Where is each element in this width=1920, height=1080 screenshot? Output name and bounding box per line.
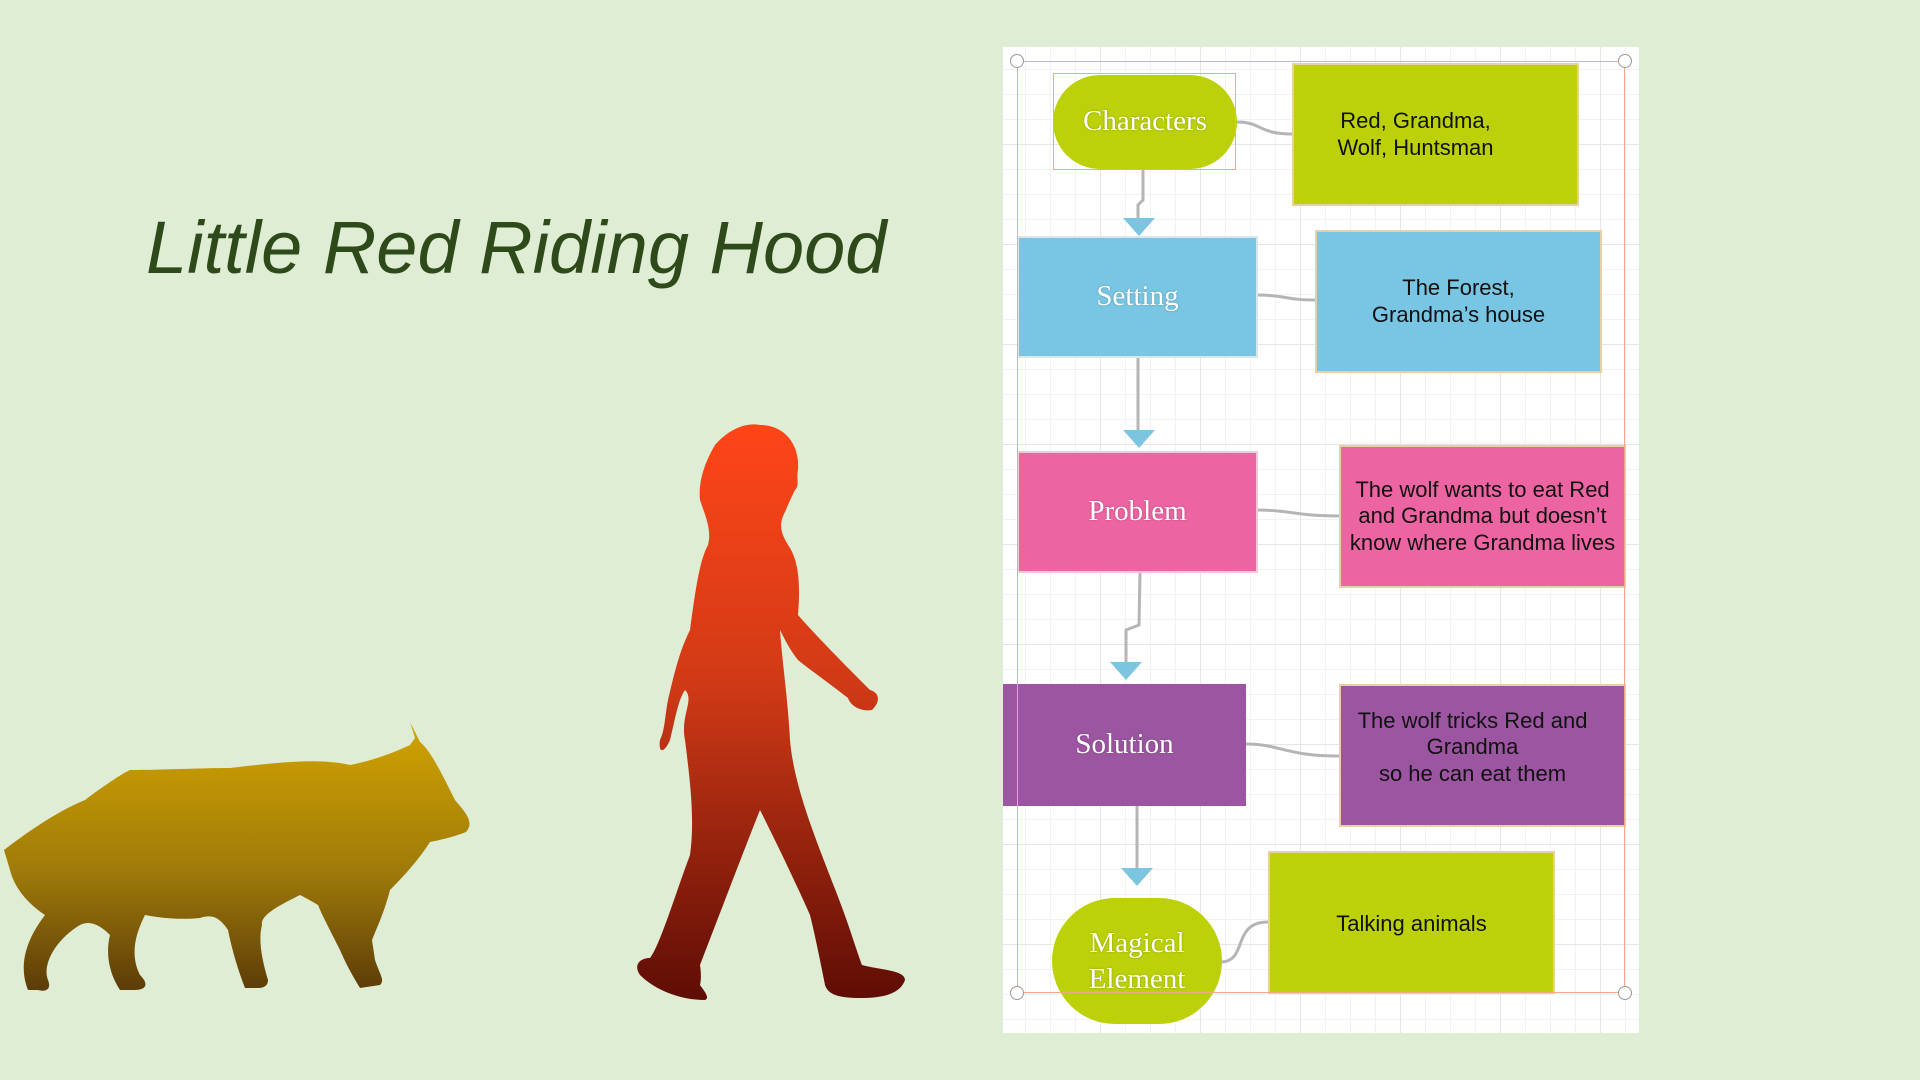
resize-handle-top-left[interactable]: [1010, 54, 1024, 68]
node-characters[interactable]: Characters: [1053, 75, 1237, 169]
connector-problem-solution: [1124, 572, 1142, 662]
arrowhead-setting: [1123, 218, 1155, 236]
node-setting-label: Setting: [1096, 280, 1179, 313]
desc-setting-text: The Forest, Grandma’s house: [1371, 275, 1546, 327]
connector-characters-desc: [1236, 120, 1293, 136]
node-problem-label: Problem: [1088, 495, 1187, 528]
desc-setting[interactable]: The Forest, Grandma’s house: [1315, 230, 1602, 373]
node-magical-element[interactable]: Magical Element: [1052, 898, 1222, 1024]
arrowhead-magical: [1121, 868, 1153, 886]
desc-magical-element-text: Talking animals: [1336, 911, 1487, 936]
connector-solution-desc: [1245, 742, 1340, 758]
node-solution[interactable]: Solution: [1003, 684, 1246, 806]
arrowhead-problem: [1123, 430, 1155, 448]
connector-magical-desc: [1221, 920, 1269, 964]
page-title: Little Red Riding Hood: [146, 206, 887, 289]
connector-characters-setting: [1136, 170, 1145, 218]
resize-handle-top-right[interactable]: [1618, 54, 1632, 68]
resize-handle-bottom-right[interactable]: [1618, 986, 1632, 1000]
node-characters-selection: [1053, 73, 1236, 170]
desc-solution[interactable]: The wolf tricks Red and Grandma so he ca…: [1339, 684, 1626, 827]
connector-problem-desc: [1257, 508, 1340, 518]
desc-solution-text: The wolf tricks Red and Grandma so he ca…: [1357, 708, 1588, 786]
node-solution-label: Solution: [1075, 728, 1174, 761]
wolf-silhouette: [4, 722, 470, 991]
node-characters-label: Characters: [1083, 105, 1207, 138]
resize-handle-bottom-left[interactable]: [1010, 986, 1024, 1000]
connector-setting-desc: [1257, 293, 1316, 302]
selection-box: [1017, 61, 1625, 993]
desc-problem-text: The wolf wants to eat Red and Grandma bu…: [1349, 476, 1616, 555]
desc-problem[interactable]: The wolf wants to eat Red and Grandma bu…: [1339, 445, 1626, 588]
node-magical-element-label: Magical Element: [1088, 926, 1186, 995]
desc-magical-element[interactable]: Talking animals: [1268, 851, 1555, 994]
node-problem[interactable]: Problem: [1017, 451, 1258, 573]
arrowhead-solution: [1110, 662, 1142, 680]
node-setting[interactable]: Setting: [1017, 236, 1258, 358]
desc-characters[interactable]: Red, Grandma, Wolf, Huntsman: [1292, 63, 1579, 206]
desc-characters-text: Red, Grandma, Wolf, Huntsman: [1337, 108, 1494, 160]
walking-girl-silhouette: [637, 424, 905, 1000]
